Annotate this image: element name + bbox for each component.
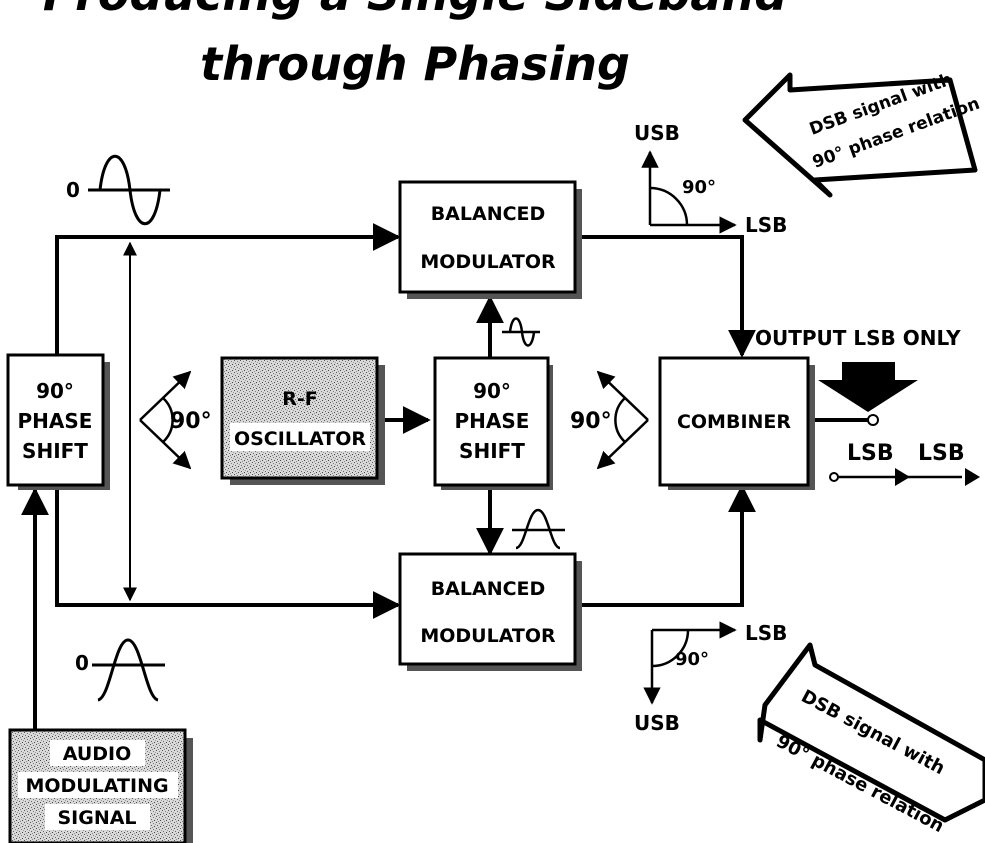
audio-label-bg-1 xyxy=(50,740,145,766)
output-terminal-icon xyxy=(867,414,879,426)
small-cosine-wave-icon xyxy=(512,508,565,550)
small-sine-wave-icon xyxy=(502,317,540,347)
lsb-bottom-label: LSB xyxy=(745,621,787,645)
audio-line-3: SIGNAL xyxy=(57,807,136,829)
audio-line-2: MODULATING xyxy=(25,775,168,797)
output-arrowhead-2-icon xyxy=(965,468,980,486)
output-lsb-1-label: LSB xyxy=(847,441,894,466)
callout-bottom: DSB signal with 90° phase relation xyxy=(757,642,985,837)
usb-top-label: USB xyxy=(634,121,680,145)
phase-shift-middle xyxy=(433,356,550,487)
output-lsb-2-label: LSB xyxy=(918,441,965,466)
phase-left-line-1: 90° xyxy=(36,379,74,403)
audio-label-bg-3 xyxy=(45,804,150,830)
lsb-top-label: LSB xyxy=(745,213,787,237)
bm-bottom-line-2: MODULATOR xyxy=(420,625,556,647)
rf-osc-line-1: R-F xyxy=(282,388,318,410)
sine-wave-icon xyxy=(88,155,170,225)
phasor-top xyxy=(641,150,737,234)
rf-osc-line-2: OSCILLATOR xyxy=(234,428,366,450)
angle-bottom-label: 90° xyxy=(675,649,709,670)
bm-top-line-2: MODULATOR xyxy=(420,251,556,273)
cosine-wave-icon xyxy=(92,638,165,702)
balanced-modulator-bottom xyxy=(398,552,577,666)
bm-bottom-line-1: BALANCED xyxy=(431,578,546,600)
phase-left-line-2: PHASE xyxy=(18,409,93,433)
balanced-modulator-top xyxy=(398,180,577,294)
phase-mid-line-3: SHIFT xyxy=(459,439,525,463)
angle-top-label: 90° xyxy=(682,177,716,198)
angle-left-label: 90° xyxy=(170,409,212,434)
combiner-label: COMBINER xyxy=(677,411,791,433)
combiner xyxy=(658,356,810,487)
phase-mid-line-2: PHASE xyxy=(455,409,530,433)
audio-line-1: AUDIO xyxy=(63,743,132,765)
angle-right xyxy=(596,370,649,470)
audio-label-bg-2 xyxy=(18,772,178,798)
angle-right-label: 90° xyxy=(570,409,612,434)
output-arrow-icon xyxy=(818,362,918,412)
title-line-2: through Phasing xyxy=(200,37,630,91)
title-line-1: Producing a Single Sideband xyxy=(43,0,788,21)
phase-shift-left xyxy=(6,353,105,487)
zero-bottom-label: 0 xyxy=(75,651,89,675)
rf-osc-label-bg xyxy=(230,423,370,451)
angle-left xyxy=(139,370,192,470)
bm-top-line-1: BALANCED xyxy=(431,203,546,225)
signal-paths xyxy=(21,223,868,730)
zero-top-label: 0 xyxy=(66,178,80,202)
output-arrowhead-1-icon xyxy=(895,468,910,486)
output-label: OUTPUT LSB ONLY xyxy=(755,326,961,350)
phase-left-line-3: SHIFT xyxy=(22,439,88,463)
rf-oscillator xyxy=(220,356,379,480)
callout-top: DSB signal with 90° phase relation xyxy=(742,69,982,198)
phasor-bottom xyxy=(643,621,737,705)
phase-mid-line-1: 90° xyxy=(473,379,511,403)
usb-bottom-label: USB xyxy=(634,711,680,735)
output-lsb-terminal-icon xyxy=(829,472,839,482)
